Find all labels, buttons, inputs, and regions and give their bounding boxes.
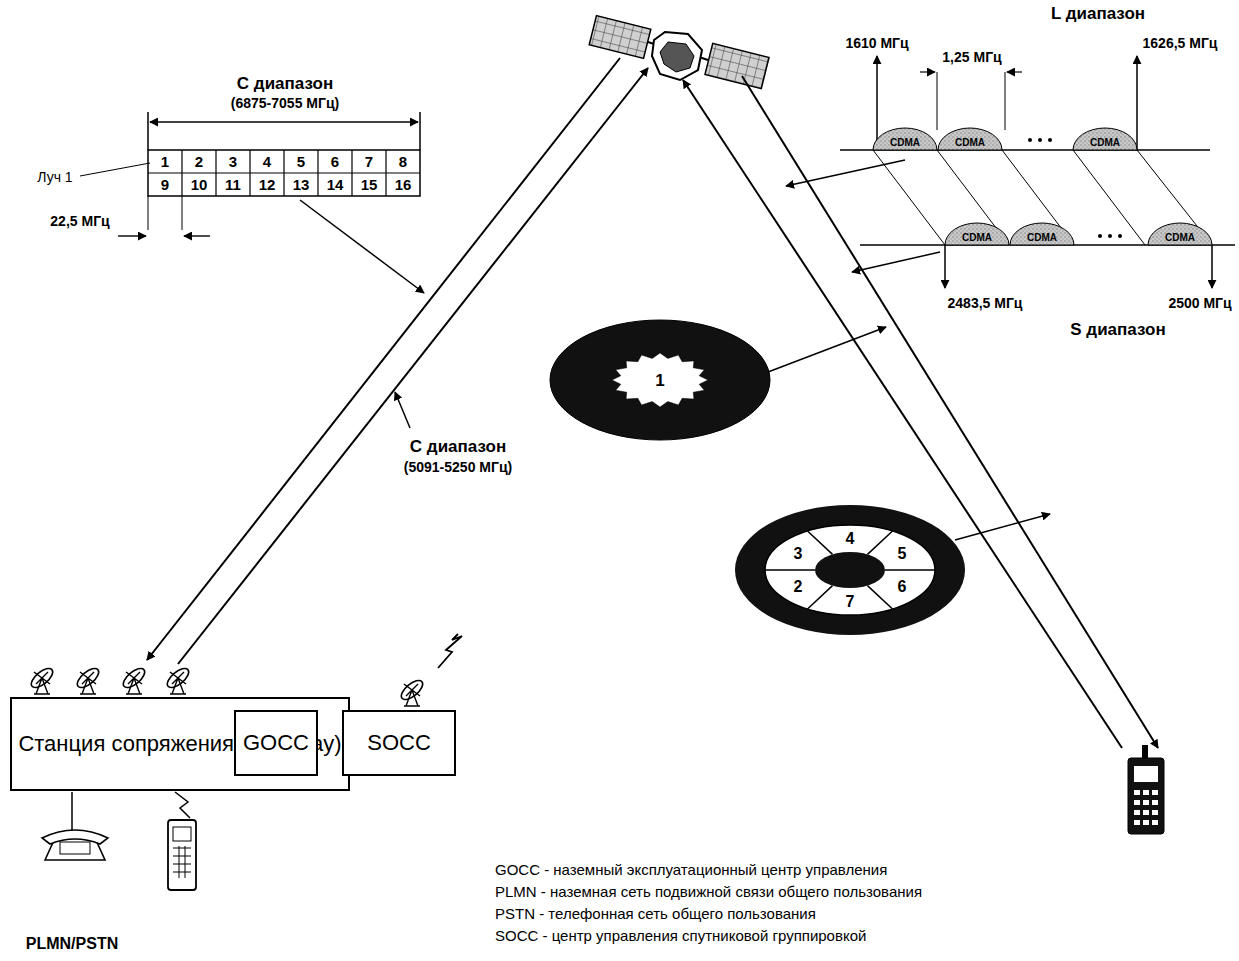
frequency-label: 1626,5 МГц — [1143, 36, 1218, 51]
channel-table — [80, 112, 424, 293]
pointer-arrow — [395, 392, 410, 428]
mapping-line — [873, 150, 1212, 245]
radio-symbol — [438, 634, 462, 668]
frequency-label: 1610 МГц — [845, 36, 908, 51]
radio-symbol — [175, 792, 190, 818]
beam-number: 5 — [297, 154, 305, 171]
beam-number: 1 — [655, 372, 664, 391]
sector-number: 2 — [794, 578, 803, 596]
sector-number: 4 — [846, 530, 855, 548]
box-text: SOCC — [367, 731, 431, 754]
socc-antenna — [398, 634, 462, 706]
dimension-arrow — [118, 235, 146, 236]
channel-label: CDMA — [890, 137, 920, 148]
band-title: S диапазон — [1070, 321, 1165, 340]
telephone — [42, 830, 108, 860]
l-band-plan — [840, 56, 1210, 150]
mobile-phone — [168, 820, 196, 890]
channel-label: CDMA — [1165, 232, 1195, 243]
band-title: С диапазон — [410, 438, 506, 457]
beam-number: 8 — [399, 154, 407, 171]
beam-number: 12 — [259, 177, 276, 194]
satellite-body — [652, 32, 702, 80]
channel-label: CDMA — [955, 137, 985, 148]
pointer-arrow — [300, 200, 424, 293]
antenna-array — [28, 665, 192, 694]
channel-label: CDMA — [1090, 137, 1120, 148]
beam-number: 14 — [327, 177, 344, 194]
dimension-arrow — [184, 235, 210, 236]
beam-number: 11 — [225, 177, 241, 194]
pointer-arrow — [955, 514, 1050, 540]
channel-label: CDMA — [962, 232, 992, 243]
band-title: С диапазон — [237, 75, 333, 94]
sector-number: 6 — [898, 578, 907, 596]
beam-number: 1 — [161, 154, 169, 171]
beam-number: 10 — [191, 177, 208, 194]
table-frame — [148, 150, 420, 196]
station-box: GOCC — [234, 710, 318, 776]
s-band-plan — [860, 223, 1235, 288]
band-title: L диапазон — [1051, 5, 1145, 24]
leader-line — [80, 163, 150, 176]
band-range: (6875-7055 МГц) — [231, 96, 339, 111]
frequency-label: 2500 МГц — [1168, 296, 1231, 311]
beam-number: 7 — [365, 154, 373, 171]
beam-number: 2 — [195, 154, 203, 171]
pointer-arrow — [768, 327, 886, 372]
beam-number: 15 — [361, 177, 378, 194]
wire — [71, 792, 73, 830]
pointer-arrow — [786, 160, 905, 186]
handset — [1128, 745, 1164, 834]
sector-number: 7 — [846, 593, 855, 611]
sector-number: 5 — [898, 545, 907, 563]
dimension-arrow — [150, 121, 418, 123]
beam-number: 13 — [293, 177, 310, 194]
station-box: SOCC — [342, 710, 456, 776]
network-label: PLMN/PSTN — [26, 935, 118, 953]
table-grid — [148, 150, 420, 196]
beam-footprint — [550, 320, 770, 440]
legend-note: SOCC - центр управления спутниковой груп… — [495, 928, 866, 945]
beam-number: 4 — [263, 154, 271, 171]
pointer-arrow — [852, 252, 940, 272]
legend-note: PSTN - телефонная сеть общего пользовани… — [495, 906, 816, 923]
legend-note: PLMN - наземная сеть подвижной связи общ… — [495, 884, 922, 901]
beam-number: 9 — [161, 177, 169, 194]
sectored-footprint — [735, 505, 965, 635]
channel-label: CDMA — [1027, 232, 1057, 243]
beam-number: 3 — [229, 154, 237, 171]
satellite-core — [660, 42, 694, 72]
dimension-label: 22,5 МГц — [50, 214, 109, 229]
frequency-label: 2483,5 МГц — [948, 296, 1023, 311]
sector-number: 3 — [794, 545, 803, 563]
dimension-label: 1,25 МГц — [942, 50, 1001, 65]
callout-label: Луч 1 — [37, 170, 72, 185]
solar-panel — [705, 43, 769, 88]
legend-note: GOCC - наземный эксплуатационный центр у… — [495, 862, 887, 879]
downlink-line — [742, 76, 1158, 748]
solar-panel — [589, 16, 651, 59]
box-text: GOCC — [243, 731, 309, 754]
downlink-line — [147, 58, 620, 660]
band-range: (5091-5250 МГц) — [404, 460, 512, 475]
beam-number: 16 — [395, 177, 412, 194]
beam-number: 6 — [331, 154, 339, 171]
